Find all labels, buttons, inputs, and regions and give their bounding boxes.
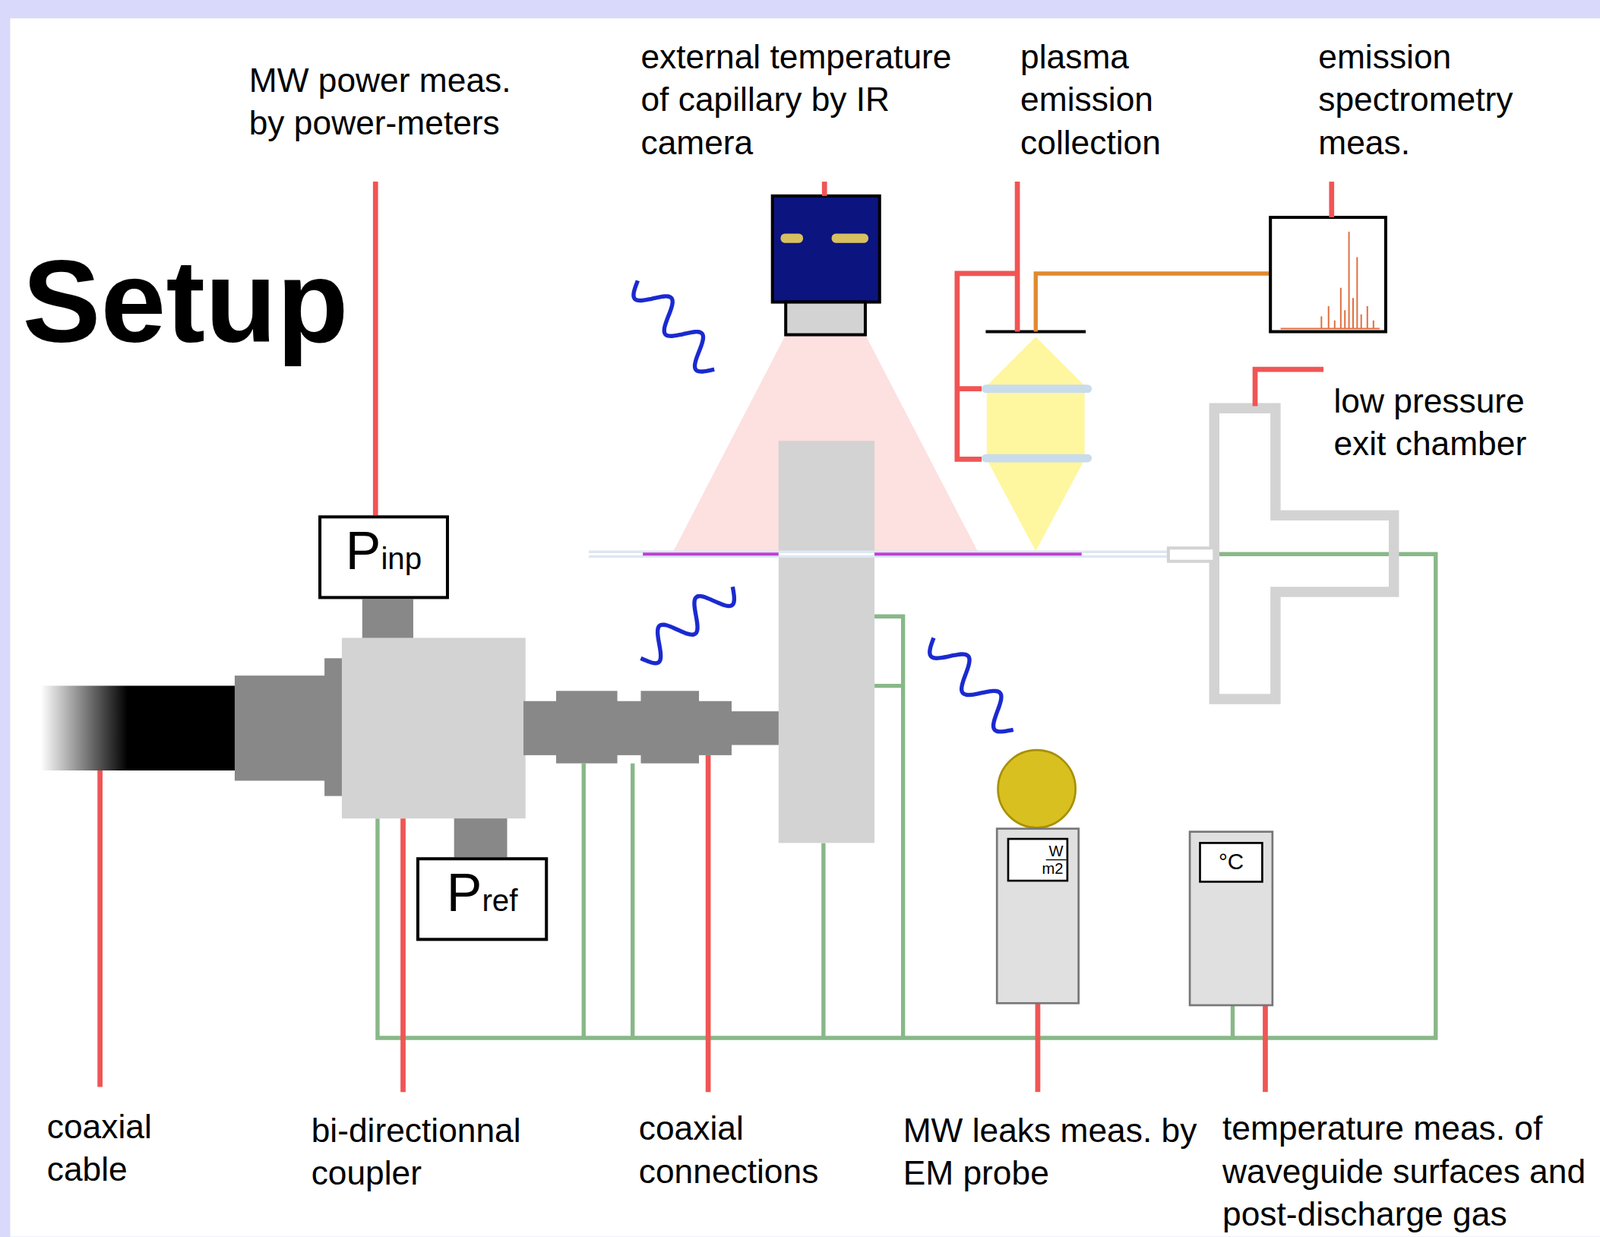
power-meter-box: Pinp — [318, 515, 450, 599]
callout-label: MW leaks meas. by EM probe — [903, 1109, 1200, 1196]
callout-label: emission spectrometry meas. — [1318, 35, 1563, 165]
thermometer — [1189, 831, 1273, 1006]
coupler-port — [362, 598, 414, 640]
microwave-wave — [929, 637, 1014, 731]
meter-display: °C — [1198, 841, 1264, 883]
callout-label: temperature meas. of waveguide surfaces … — [1222, 1106, 1592, 1236]
callout-label: plasma emission collection — [1020, 35, 1194, 165]
coaxial-connections — [523, 690, 781, 763]
meter-display: Wm2 — [1007, 837, 1069, 882]
spectral-line — [1340, 287, 1342, 329]
power-meter-box: Pref — [416, 856, 548, 941]
spectral-line — [1334, 320, 1336, 329]
capillary — [588, 553, 1215, 556]
lens — [981, 454, 1092, 463]
plasma-column — [642, 552, 779, 556]
capillary — [588, 550, 1215, 558]
spectral-line — [1328, 306, 1330, 329]
plasma-column — [874, 552, 1082, 556]
camera-lens — [785, 302, 866, 336]
bidirectional-coupler — [341, 637, 526, 819]
microwave-wave — [633, 280, 715, 372]
spectral-line — [1320, 316, 1322, 329]
cable-connector — [324, 657, 343, 796]
optical-fiber — [1035, 273, 1271, 333]
unit: W — [1045, 842, 1066, 860]
spectral-line — [1348, 231, 1351, 329]
title: Setup — [22, 243, 349, 361]
spectral-line — [1366, 306, 1369, 329]
white-panel — [9, 18, 1600, 1237]
spectral-line — [1343, 309, 1346, 329]
symbol: P — [345, 524, 382, 578]
spectral-line — [1352, 297, 1354, 329]
ir-camera — [772, 196, 880, 303]
callout-label: MW power meas. by power-meters — [249, 59, 541, 146]
collection-optics — [986, 336, 1085, 551]
subscript: ref — [481, 885, 518, 917]
em-probe-head — [998, 749, 1076, 828]
capillary-fitting — [1168, 547, 1215, 561]
spectrum-baseline — [1280, 327, 1380, 329]
unit: °C — [1218, 850, 1244, 874]
camera-light — [780, 233, 804, 244]
callout-label: coaxial connections — [638, 1106, 854, 1193]
callout-label: low pressure exit chamber — [1333, 379, 1569, 466]
spectral-line — [1356, 256, 1358, 329]
spectral-line — [1372, 320, 1375, 329]
coupler-port — [454, 815, 508, 859]
subscript: inp — [380, 543, 422, 575]
callout-label: coaxial cable — [47, 1105, 190, 1192]
symbol: P — [446, 866, 483, 920]
spectrometer — [1270, 217, 1386, 332]
camera-light — [831, 233, 869, 244]
waveguide — [778, 440, 875, 843]
callout-label: external temperature of capillary by IR … — [640, 35, 978, 165]
em-probe-meter — [996, 828, 1079, 1004]
spectral-line — [1360, 314, 1363, 329]
microwave-waves — [633, 280, 1014, 732]
unit: m2 — [1038, 860, 1066, 876]
spectrum — [1280, 231, 1380, 329]
lens — [981, 384, 1092, 393]
callout-label: bi-directionnal coupler — [311, 1109, 557, 1196]
cable-connector — [234, 675, 327, 781]
microwave-wave — [640, 586, 734, 664]
